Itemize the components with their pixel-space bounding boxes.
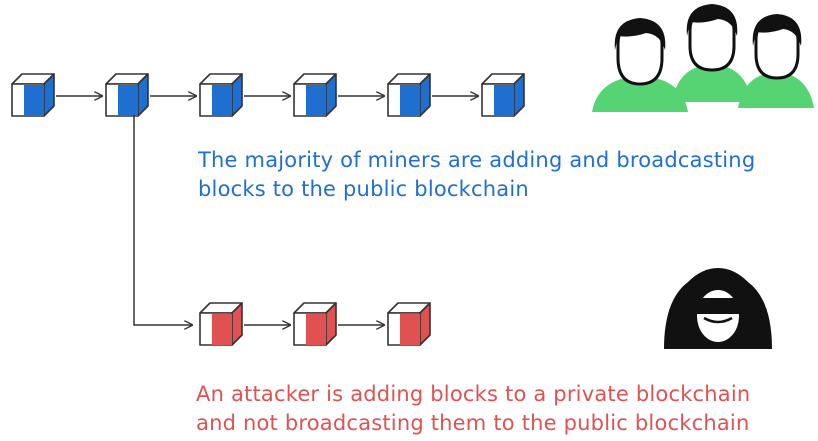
public-caption-line: The majority of miners are adding and br… xyxy=(198,148,756,172)
private-block xyxy=(387,302,431,346)
private-caption-line: An attacker is adding blocks to a privat… xyxy=(196,382,751,406)
private-block xyxy=(199,302,243,346)
public-caption-line: blocks to the public blockchain xyxy=(198,177,529,201)
public-block xyxy=(293,73,337,117)
public-block xyxy=(199,73,243,117)
miner-person-icon xyxy=(592,18,688,112)
public-block xyxy=(11,73,55,117)
public-block xyxy=(105,73,149,117)
miners-group-icon xyxy=(592,4,814,112)
private-block xyxy=(293,302,337,346)
fork-arrow xyxy=(133,115,192,325)
miner-person-icon xyxy=(738,14,814,108)
hooded-attacker-icon xyxy=(664,268,772,349)
private-chain-caption: An attacker is adding blocks to a privat… xyxy=(196,380,750,438)
public-chain-caption: The majority of miners are adding and br… xyxy=(198,146,755,204)
public-block xyxy=(481,73,525,117)
miner-person-icon xyxy=(672,4,752,102)
private-chain xyxy=(199,302,431,346)
public-chain xyxy=(11,73,525,117)
public-block xyxy=(387,73,431,117)
private-caption-line: and not broadcasting them to the public … xyxy=(196,411,750,435)
